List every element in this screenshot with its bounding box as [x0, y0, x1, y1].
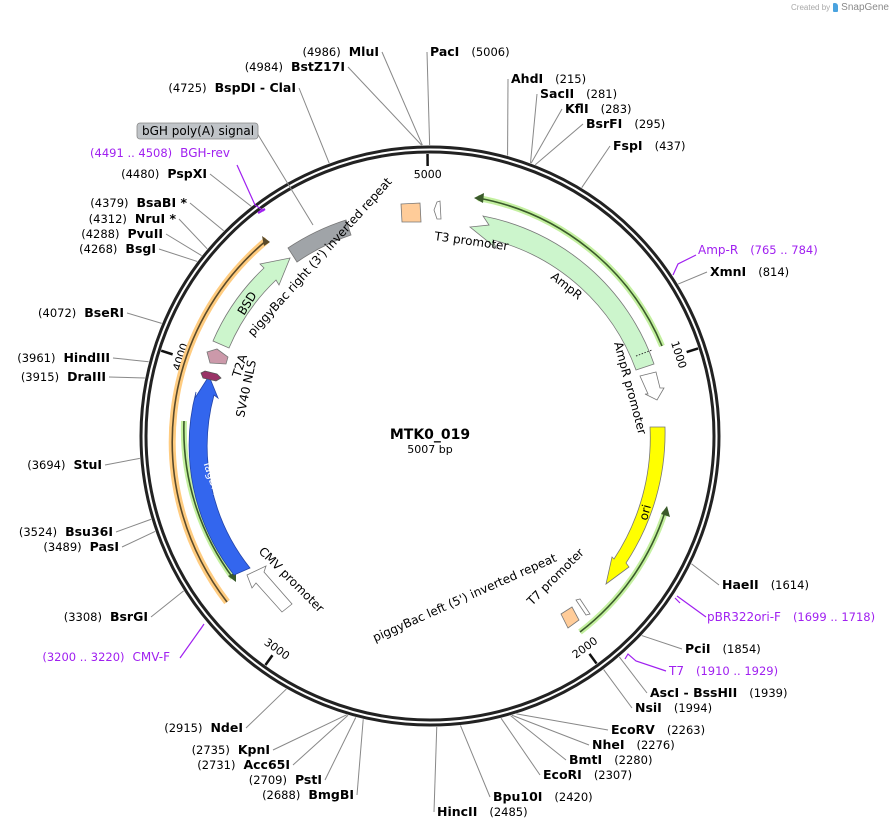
restriction-site[interactable]: BsrFI(295) — [586, 116, 665, 131]
credit-prefix: Created by — [791, 3, 831, 12]
restriction-site[interactable]: (4986)MluI — [302, 44, 379, 59]
primer-label[interactable]: (4491 .. 4508)BGH-rev — [90, 146, 230, 160]
tick-label: 1000 — [668, 339, 689, 370]
feature-labels: T3 promoter AmpR AmpR promoter ori T7 pr… — [142, 124, 654, 645]
tick-mark — [264, 654, 274, 666]
primer-label[interactable]: (3200 .. 3220)CMV-F — [42, 650, 170, 664]
label-ori: ori — [636, 503, 654, 522]
feature-ampr — [468, 215, 655, 371]
restriction-site[interactable]: PciI(1854) — [685, 641, 761, 656]
restriction-site[interactable]: (4379)BsaBI * — [90, 195, 187, 210]
plasmid-name: MTK0_019 — [390, 427, 470, 443]
restriction-site[interactable]: HaeII(1614) — [722, 577, 809, 592]
restriction-site[interactable]: (4984)BstZ17I — [245, 59, 345, 74]
label-piggybac-right-ir: piggyBac right (3') inverted repeat — [245, 175, 395, 339]
restriction-site[interactable]: (4725)BspDI - ClaI — [168, 80, 296, 95]
restriction-site[interactable]: EcoRV(2263) — [611, 722, 705, 737]
restriction-site[interactable]: (3961)HindIII — [17, 350, 110, 365]
primer-labels: Amp-R(765 .. 784) pBR322ori-F(1699 .. 171… — [42, 146, 875, 678]
restriction-site[interactable]: (2915)NdeI — [164, 720, 243, 735]
restriction-site[interactable]: SacII(281) — [540, 86, 617, 101]
restriction-site[interactable]: AscI - BssHII(1939) — [650, 685, 788, 700]
tick-label: 5000 — [414, 168, 442, 181]
tick-label: 2000 — [570, 634, 600, 661]
restriction-site[interactable]: KflI(283) — [565, 101, 632, 116]
feature-ampr-promoter — [639, 371, 665, 401]
restriction-site[interactable]: (2709)PstI — [249, 772, 322, 787]
restriction-site[interactable]: (3524)Bsu36I — [19, 524, 113, 539]
restriction-site[interactable]: AhdI(215) — [511, 71, 586, 86]
snapgene-credit: Created by SnapGene — [791, 2, 889, 13]
tick-mark — [686, 347, 699, 354]
restriction-site[interactable]: EcoRI(2307) — [543, 767, 632, 782]
restriction-site[interactable]: Bpu10I(2420) — [493, 789, 593, 804]
snapgene-logo-icon — [833, 3, 839, 12]
backbone-ring — [139, 145, 721, 727]
features — [136, 122, 670, 635]
bgh-polya-callout-box — [136, 122, 259, 140]
restriction-site[interactable]: XmnI(814) — [710, 264, 789, 279]
tick-mark — [588, 653, 598, 665]
restriction-site[interactable]: NheI(2276) — [592, 737, 675, 752]
restriction-site[interactable]: BmtI(2280) — [569, 752, 652, 767]
restriction-site[interactable]: NsiI(1994) — [635, 700, 712, 715]
restriction-site[interactable]: (2731)Acc65I — [197, 757, 290, 772]
restriction-site[interactable]: (3308)BsrGI — [64, 609, 148, 624]
restriction-site[interactable]: HincII(2485) — [437, 804, 528, 819]
feature-bsd — [212, 257, 291, 349]
primer-label[interactable]: Amp-R(765 .. 784) — [698, 243, 818, 257]
restriction-site[interactable]: (3915)DraIII — [21, 369, 106, 384]
feature-t3-promoter — [433, 200, 442, 220]
restriction-site[interactable]: (4288)PvuII — [81, 226, 163, 241]
primer-label[interactable]: pBR322ori-F(1699 .. 1718) — [707, 610, 875, 624]
plasmid-length: 5007 bp — [407, 443, 452, 456]
primer-markers — [179, 164, 707, 672]
feature-piggybac-left-ir — [560, 606, 580, 629]
feature-piggybac-right-ir — [287, 219, 352, 263]
restriction-site[interactable]: (2735)KpnI — [192, 742, 270, 757]
feature-t2a — [206, 348, 229, 365]
restriction-site-labels: PacI(5006)AhdI(215)SacII(281)KflI(283)Bs… — [17, 44, 809, 819]
credit-brand: SnapGene — [841, 2, 889, 13]
primer-label[interactable]: T7(1910 .. 1929) — [668, 664, 778, 678]
restriction-site[interactable]: (2688)BmgBI — [262, 787, 354, 802]
restriction-site[interactable]: (3489)PasI — [43, 539, 119, 554]
feature-cmv-promoter — [246, 565, 293, 613]
feature-tagbfp — [188, 375, 251, 576]
restriction-site[interactable]: (4072)BseRI — [38, 305, 124, 320]
restriction-site[interactable]: (4312)NruI * — [89, 211, 177, 226]
feature-t7-promoter — [575, 598, 591, 616]
feature-ori — [605, 426, 666, 585]
feature-orange-box — [400, 202, 422, 223]
restriction-site[interactable]: (4268)BsgI — [79, 241, 156, 256]
label-bgh-polya: bGH poly(A) signal — [142, 124, 254, 138]
restriction-site[interactable]: (4480)PspXI — [121, 166, 207, 181]
feature-sv40-nls — [200, 370, 222, 382]
restriction-site[interactable]: PacI(5006) — [430, 44, 510, 59]
tick-mark — [160, 349, 174, 356]
tick-label: 3000 — [262, 636, 292, 663]
restriction-site[interactable]: FspI(437) — [613, 138, 686, 153]
restriction-site[interactable]: (3694)StuI — [27, 457, 102, 472]
site-leader-lines — [104, 51, 720, 813]
